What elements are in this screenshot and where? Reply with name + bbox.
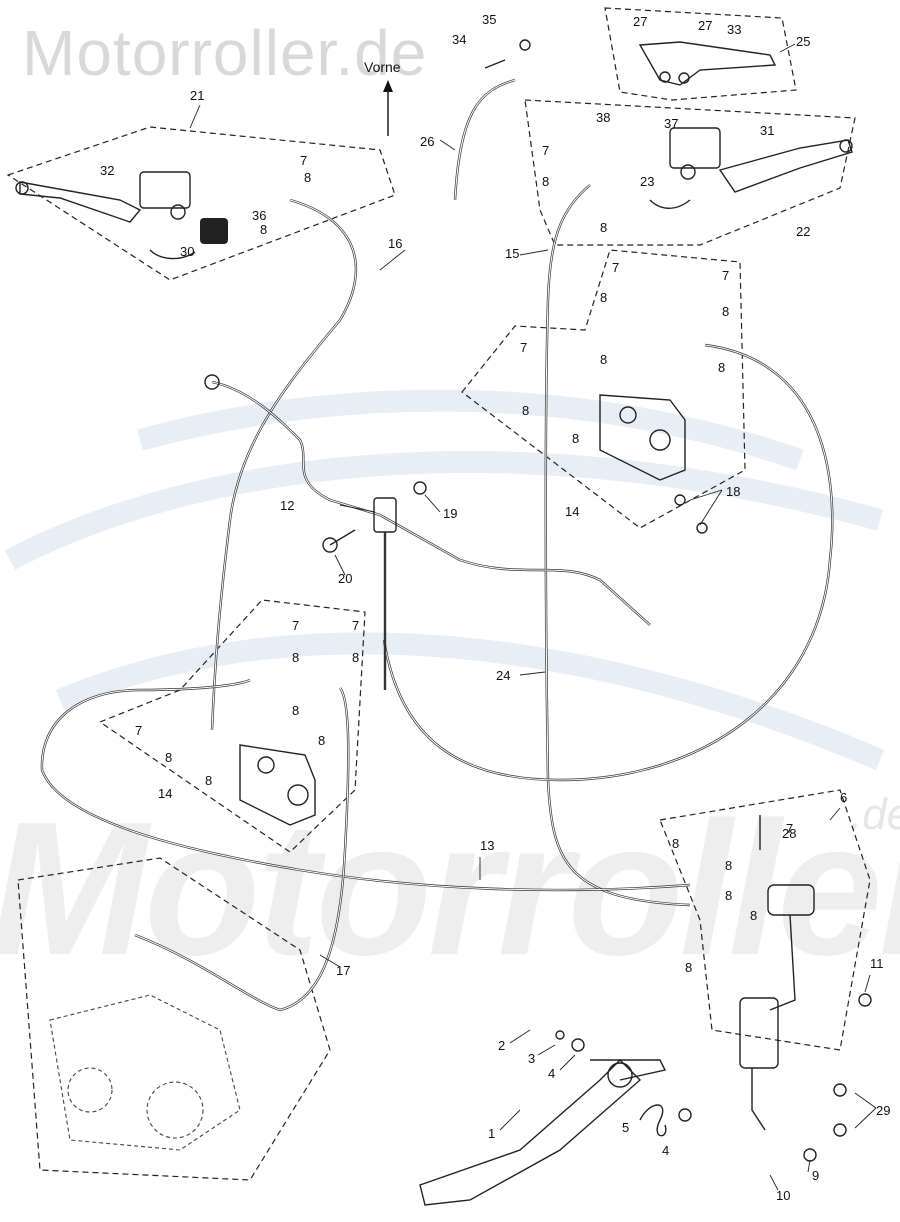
group-caliper	[17, 857, 331, 1181]
group-14-left	[98, 599, 366, 853]
callout-8r: 8	[750, 908, 757, 923]
callout-2: 2	[498, 1038, 505, 1053]
hose-bracket	[204, 374, 651, 690]
callout-14a: 14	[565, 504, 579, 519]
callout-16: 16	[388, 236, 402, 251]
callout-5: 5	[622, 1120, 629, 1135]
callout-20: 20	[338, 571, 352, 586]
callout-8m: 8	[292, 703, 299, 718]
watermark-top: Motorroller.de	[22, 17, 428, 89]
callout-8p: 8	[205, 773, 212, 788]
callout-8e: 8	[600, 290, 607, 305]
callout-7b: 7	[542, 143, 549, 158]
callout-8l: 8	[352, 650, 359, 665]
callout-1: 1	[488, 1126, 495, 1141]
watermark-suffix: .de	[850, 790, 900, 839]
callout-19: 19	[443, 506, 457, 521]
callout-26: 26	[420, 134, 434, 149]
callout-22: 22	[796, 224, 810, 239]
callout-9: 9	[812, 1168, 819, 1183]
brake-hoses	[40, 78, 834, 1012]
callout-13: 13	[480, 838, 494, 853]
fasteners	[322, 39, 872, 1162]
right-lever-assembly	[649, 127, 853, 209]
callout-7i: 7	[786, 821, 793, 836]
callout-7g: 7	[352, 618, 359, 633]
brake-pedal	[419, 1059, 667, 1206]
caliper-outline	[49, 994, 241, 1151]
callout-7e: 7	[520, 340, 527, 355]
callout-8h: 8	[718, 360, 725, 375]
callout-7d: 7	[722, 268, 729, 283]
callout-8f: 8	[722, 304, 729, 319]
distributor-left	[239, 744, 316, 826]
callout-17: 17	[336, 963, 350, 978]
front-label: Vorne	[364, 59, 401, 75]
front-arrow: Vorne	[364, 59, 401, 136]
callout-8i: 8	[522, 403, 529, 418]
callout-7h: 7	[135, 723, 142, 738]
callout-8c: 8	[542, 174, 549, 189]
group-22	[524, 99, 856, 246]
callout-8d: 8	[600, 220, 607, 235]
callout-8b: 8	[260, 222, 267, 237]
callout-30: 30	[180, 244, 194, 259]
callout-3: 3	[528, 1051, 535, 1066]
callout-31: 31	[760, 123, 774, 138]
callout-8j: 8	[572, 431, 579, 446]
callout-37: 37	[664, 116, 678, 131]
callout-36: 36	[252, 208, 266, 223]
watermark-swooshes	[4, 389, 885, 771]
callout-35: 35	[482, 12, 496, 27]
callout-27a: 27	[633, 14, 647, 29]
callout-29: 29	[876, 1103, 890, 1118]
callout-8k: 8	[292, 650, 299, 665]
callout-8t: 8	[725, 858, 732, 873]
callout-10: 10	[776, 1188, 790, 1203]
callout-14b: 14	[158, 786, 172, 801]
callout-8o: 8	[165, 750, 172, 765]
distributor-right	[599, 394, 686, 481]
left-lever-assembly	[15, 171, 228, 260]
group-outlines	[6, 7, 871, 1181]
callout-4b: 4	[662, 1143, 669, 1158]
group-14-right	[461, 249, 746, 529]
callout-8q: 8	[672, 836, 679, 851]
callout-8a: 8	[304, 170, 311, 185]
parking-lever	[638, 41, 777, 86]
group-25	[604, 7, 797, 101]
group-21	[6, 126, 396, 281]
callout-34: 34	[452, 32, 466, 47]
callout-18: 18	[726, 484, 740, 499]
callout-32: 32	[100, 163, 114, 178]
callout-23: 23	[640, 174, 654, 189]
leader-lines	[189, 43, 877, 1191]
callout-7c: 7	[612, 260, 619, 275]
watermark-large: Motorroller	[0, 783, 900, 995]
callout-labels: 1 2 3 4 4 5 6 7 7 7 7 7 7 7 7 7 8 8 8 8 …	[100, 12, 890, 1203]
callout-28: 28	[782, 826, 796, 841]
callout-25: 25	[796, 34, 810, 49]
callout-15: 15	[505, 246, 519, 261]
callout-8u: 8	[725, 888, 732, 903]
callout-8s: 8	[685, 960, 692, 975]
callout-21: 21	[190, 88, 204, 103]
callout-7a: 7	[300, 153, 307, 168]
master-cylinder	[739, 884, 815, 1131]
callout-7f: 7	[292, 618, 299, 633]
group-6	[659, 789, 871, 1051]
callout-24: 24	[496, 668, 510, 683]
callout-6: 6	[840, 790, 847, 805]
callout-12: 12	[280, 498, 294, 513]
callout-11: 11	[870, 956, 884, 971]
callout-27b: 27	[698, 18, 712, 33]
callout-38: 38	[596, 110, 610, 125]
callout-8g: 8	[600, 352, 607, 367]
callout-33: 33	[727, 22, 741, 37]
callout-4a: 4	[548, 1066, 555, 1081]
callout-8n: 8	[318, 733, 325, 748]
